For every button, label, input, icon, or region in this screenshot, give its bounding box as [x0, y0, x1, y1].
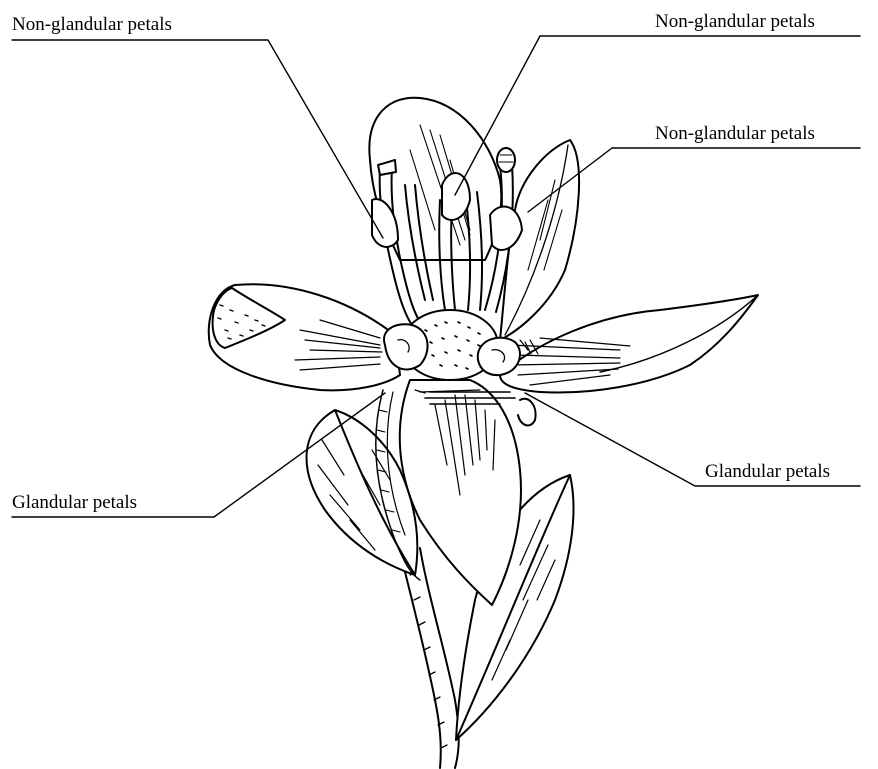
- label-non-glandular-top-left: Non-glandular petals: [12, 14, 172, 36]
- label-glandular-left: Glandular petals: [12, 492, 137, 514]
- stem: [402, 548, 459, 768]
- label-non-glandular-middle-right: Non-glandular petals: [655, 123, 815, 145]
- label-glandular-right: Glandular petals: [705, 461, 830, 483]
- label-non-glandular-top-right: Non-glandular petals: [655, 11, 815, 33]
- left-petal: [209, 284, 400, 390]
- leader-line-top-left: [12, 40, 383, 238]
- leader-line-top-right: [455, 36, 860, 195]
